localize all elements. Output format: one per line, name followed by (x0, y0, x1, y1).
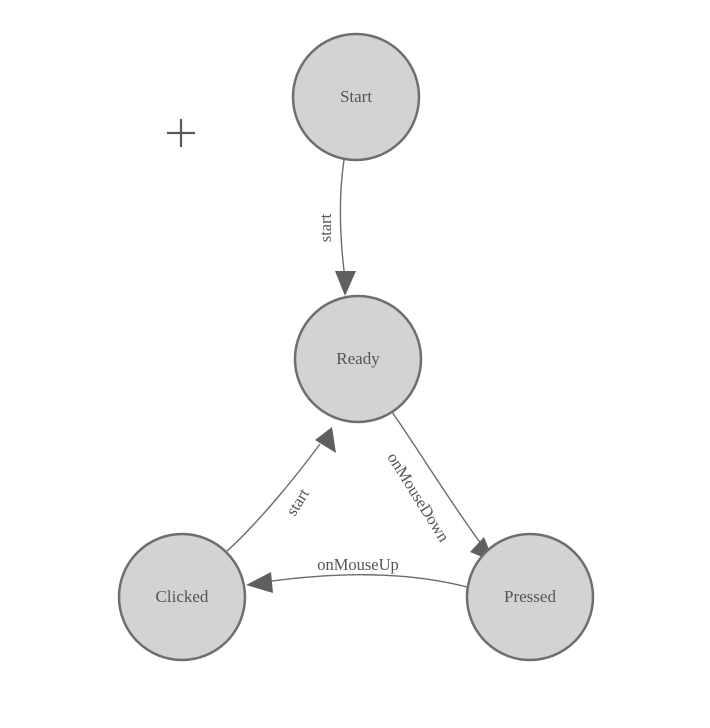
node-pressed[interactable]: Pressed (465, 532, 595, 662)
plus-crosshair-icon[interactable] (167, 119, 195, 147)
edge-label-ready-to-pressed: onMouseDown (383, 449, 453, 545)
edge-path-ready-to-pressed[interactable] (391, 411, 483, 546)
node-label-start: Start (340, 87, 372, 106)
arrow-head-start-to-ready (335, 271, 356, 296)
edge-pressed-to-clicked[interactable]: onMouseUp (246, 555, 468, 593)
edge-label-clicked-to-ready: start (282, 485, 313, 520)
nodes-layer: Start Ready Clicked Pressed (117, 32, 595, 662)
edge-clicked-to-ready[interactable]: start (225, 427, 336, 553)
node-circle-clicked[interactable] (117, 532, 247, 662)
node-clicked[interactable]: Clicked (117, 532, 247, 662)
node-start[interactable]: Start (291, 32, 421, 162)
edge-path-clicked-to-ready[interactable] (225, 443, 321, 553)
edge-path-pressed-to-clicked[interactable] (264, 574, 468, 588)
arrow-head-pressed-to-clicked (246, 572, 273, 593)
node-circle-pressed[interactable] (465, 532, 595, 662)
node-circle-ready[interactable] (293, 294, 423, 424)
node-ready[interactable]: Ready (293, 294, 423, 424)
node-label-clicked: Clicked (156, 587, 209, 606)
edge-path-start-to-ready[interactable] (339, 159, 346, 280)
edge-ready-to-pressed[interactable]: onMouseDown (383, 411, 494, 562)
edge-label-start-to-ready: start (316, 213, 335, 242)
edge-label-pressed-to-clicked: onMouseUp (317, 555, 399, 574)
node-label-pressed: Pressed (504, 587, 556, 606)
edge-start-to-ready[interactable]: start (316, 159, 356, 296)
node-label-ready: Ready (336, 349, 380, 368)
node-circle-start[interactable] (291, 32, 421, 162)
arrow-head-clicked-to-ready (315, 427, 336, 453)
